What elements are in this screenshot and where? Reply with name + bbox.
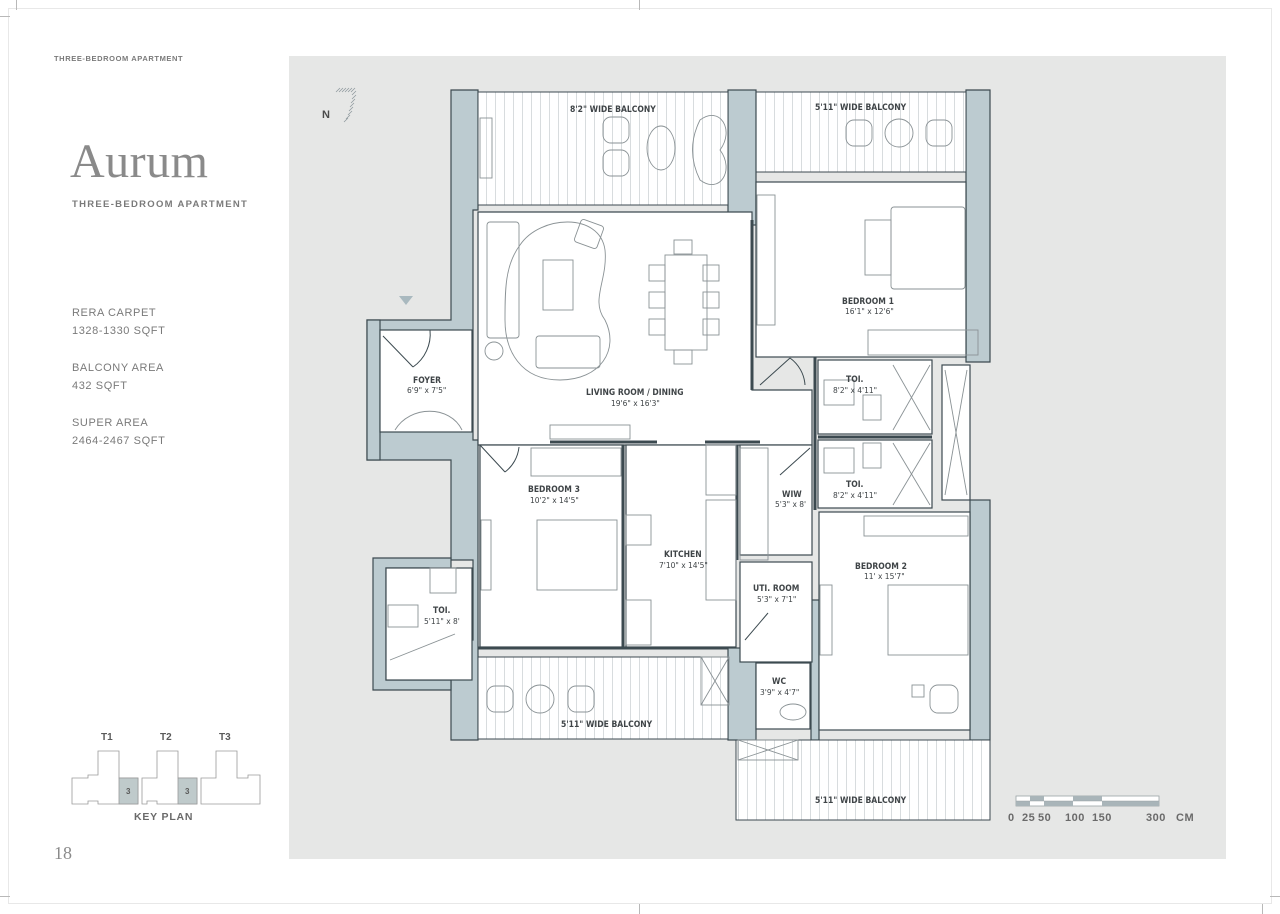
page-number: 18 bbox=[54, 843, 72, 863]
balcony-bottom-left-label: 5'11" WIDE BALCONY bbox=[561, 720, 653, 730]
stat-super-area: SUPER AREA 2464-2467 SQFT bbox=[72, 414, 165, 450]
stat-label: RERA CARPET bbox=[72, 307, 157, 319]
tower-label-t3: T3 bbox=[219, 732, 231, 743]
utility-room bbox=[739, 561, 813, 663]
bedroom2-label: BEDROOM 2 bbox=[855, 562, 907, 572]
kitchen-label: KITCHEN bbox=[664, 550, 702, 560]
section-label: THREE-BEDROOM APARTMENT bbox=[54, 54, 184, 63]
page-subtitle: THREE-BEDROOM APARTMENT bbox=[72, 199, 249, 210]
scale-tick-0: 0 bbox=[1008, 812, 1015, 824]
foyer bbox=[379, 329, 473, 433]
area-stats: RERA CARPET 1328-1330 SQFT BALCONY AREA … bbox=[72, 304, 165, 469]
wc-label: WC bbox=[772, 677, 786, 687]
wc-dim: 3'9" x 4'7" bbox=[760, 688, 799, 697]
doors bbox=[382, 329, 811, 641]
bedroom1-dim: 16'1" x 12'6" bbox=[845, 307, 894, 316]
living-dining-room bbox=[477, 211, 813, 446]
stat-value: 1328-1330 SQFT bbox=[72, 325, 166, 337]
balcony-bottom-right-label: 5'11" WIDE BALCONY bbox=[815, 796, 907, 806]
balcony-top-right bbox=[755, 91, 967, 173]
toilet-left bbox=[385, 567, 473, 681]
floor-plan: N bbox=[322, 87, 1194, 824]
stat-balcony-area: BALCONY AREA 432 SQFT bbox=[72, 359, 165, 395]
toilet-lower-dim: 8'2" x 4'11" bbox=[833, 491, 877, 500]
crop-mark bbox=[639, 0, 640, 10]
balcony-top-left bbox=[477, 91, 729, 206]
north-compass: N bbox=[322, 87, 357, 123]
foyer-dim: 6'9" x 7'5" bbox=[407, 386, 446, 395]
scale-tick-25: 25 bbox=[1022, 812, 1035, 824]
crop-mark bbox=[0, 16, 10, 17]
crop-mark bbox=[0, 896, 10, 897]
stat-rera-carpet: RERA CARPET 1328-1330 SQFT bbox=[72, 304, 165, 340]
toilet-left-dim: 5'11" x 8' bbox=[424, 617, 460, 626]
toilet-lower-label: TOI. bbox=[846, 480, 864, 490]
stat-label: SUPER AREA bbox=[72, 417, 149, 429]
unit-marker-t2: 3 bbox=[185, 787, 190, 796]
balcony-bottom-left bbox=[477, 656, 729, 740]
toilet-upper-label: TOI. bbox=[846, 375, 864, 385]
toilet-lower bbox=[817, 439, 933, 509]
scale-bar: 0 25 50 100 150 300 CM bbox=[1008, 795, 1194, 824]
utility-label: UTI. ROOM bbox=[753, 584, 799, 594]
scale-tick-100: 100 bbox=[1065, 812, 1085, 824]
bedroom2-dim: 11' x 15'7" bbox=[864, 572, 905, 581]
bedroom3-label: BEDROOM 3 bbox=[528, 485, 580, 495]
bedroom1-label: BEDROOM 1 bbox=[842, 297, 894, 307]
wiw-dim: 5'3" x 8' bbox=[775, 500, 806, 509]
key-plan-label: KEY PLAN bbox=[134, 811, 194, 823]
tower-label-t2: T2 bbox=[160, 732, 172, 743]
crop-mark bbox=[1262, 904, 1263, 914]
entrance-arrow-icon bbox=[399, 296, 413, 305]
room-labels: 8'2" WIDE BALCONY 5'11" WIDE BALCONY BED… bbox=[407, 103, 907, 806]
crop-mark bbox=[16, 0, 17, 10]
key-plan-diagram: T1 T2 T3 3 3 bbox=[71, 732, 261, 805]
scale-tick-300: 300 bbox=[1146, 812, 1166, 824]
crop-mark bbox=[1270, 896, 1280, 897]
scale-tick-50: 50 bbox=[1038, 812, 1051, 824]
crop-mark bbox=[639, 904, 640, 914]
scale-unit: CM bbox=[1176, 812, 1194, 824]
kitchen bbox=[625, 444, 737, 648]
balcony-top-right-label: 5'11" WIDE BALCONY bbox=[815, 103, 907, 113]
living-dining-label: LIVING ROOM / DINING bbox=[586, 388, 684, 398]
stat-value: 432 SQFT bbox=[72, 380, 128, 392]
bedroom-2 bbox=[818, 511, 971, 731]
stat-label: BALCONY AREA bbox=[72, 362, 164, 374]
toilet-left-label: TOI. bbox=[433, 606, 451, 616]
toilet-upper bbox=[817, 359, 933, 435]
furniture bbox=[387, 114, 979, 761]
bedroom-3 bbox=[479, 444, 624, 648]
unit-marker-t1: 3 bbox=[126, 787, 131, 796]
page-title: Aurum bbox=[70, 135, 209, 188]
stat-value: 2464-2467 SQFT bbox=[72, 435, 166, 447]
utility-dim: 5'3" x 7'1" bbox=[757, 595, 796, 604]
bedroom-1 bbox=[755, 181, 967, 358]
bedroom3-dim: 10'2" x 14'5" bbox=[530, 496, 579, 505]
foyer-label: FOYER bbox=[413, 376, 441, 386]
toilet-upper-dim: 8'2" x 4'11" bbox=[833, 386, 877, 395]
walk-in-wardrobe bbox=[739, 444, 813, 556]
balcony-top-left-label: 8'2" WIDE BALCONY bbox=[570, 105, 656, 115]
compass-north-label: N bbox=[322, 109, 330, 121]
wiw-label: WIW bbox=[782, 490, 802, 500]
scale-tick-150: 150 bbox=[1092, 812, 1112, 824]
kitchen-dim: 7'10" x 14'5" bbox=[659, 561, 708, 570]
floor-plan-panel: N bbox=[289, 56, 1226, 859]
living-dining-dim: 19'6" x 16'3" bbox=[611, 399, 660, 408]
tower-label-t1: T1 bbox=[101, 732, 113, 743]
